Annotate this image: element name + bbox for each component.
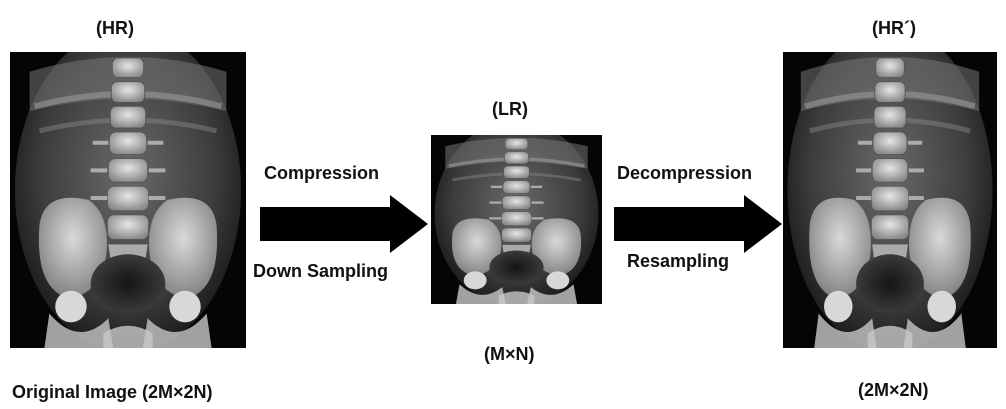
resampling-label: Resampling — [627, 251, 729, 272]
down-sampling-label: Down Sampling — [253, 261, 388, 282]
hr-prime-label: (HR´) — [872, 18, 916, 39]
lr-label: (LR) — [492, 99, 528, 120]
compression-label: Compression — [264, 163, 379, 184]
hr-xray-image — [10, 52, 246, 348]
hr-prime-size-caption: (2M×2N) — [858, 380, 929, 401]
hr-label: (HR) — [96, 18, 134, 39]
hr-prime-xray-image — [783, 52, 997, 348]
original-image-caption: Original Image (2M×2N) — [12, 382, 213, 403]
compression-arrow — [260, 195, 428, 253]
lr-size-caption: (M×N) — [484, 344, 535, 365]
decompression-label: Decompression — [617, 163, 752, 184]
lr-xray-image — [431, 135, 602, 304]
decompression-arrow — [614, 195, 782, 253]
